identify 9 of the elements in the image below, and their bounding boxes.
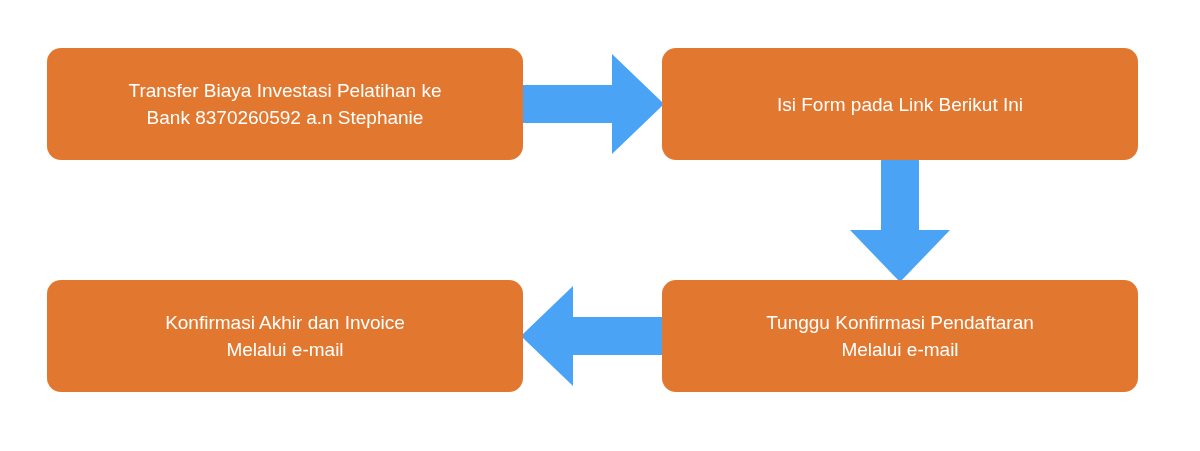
step-text: Transfer Biaya Investasi Pelatihan ke Bank 8370260592 a.n Stephanie xyxy=(127,79,443,130)
process-box xyxy=(662,48,1138,160)
process-box xyxy=(662,280,1138,392)
step-text: Konfirmasi Akhir dan Invoice Melalui e-mail xyxy=(164,311,406,362)
step-text: Isi Form pada Link Berikut Ini xyxy=(776,92,1023,117)
process-box xyxy=(47,48,523,160)
step-text: Tunggu Konfirmasi Pendaftaran Melalui e-mail xyxy=(765,311,1035,362)
process-box xyxy=(47,280,523,392)
block-arrow xyxy=(850,160,950,283)
